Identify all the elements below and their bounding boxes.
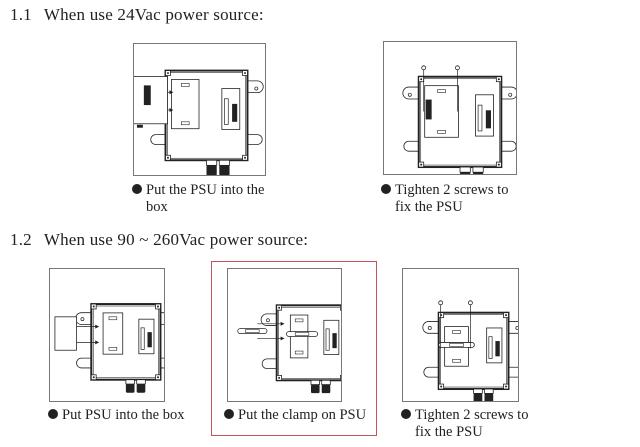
caption-line: Tighten 2 screws to <box>395 182 509 198</box>
section-title: When use 24Vac power source: <box>43 5 264 24</box>
step-caption: Tighten 2 screws to fix the PSU <box>381 182 508 216</box>
step-caption: Put the clamp on PSU <box>224 407 366 424</box>
caption-line: Tighten 2 screws to <box>415 407 529 423</box>
diagram-psu-into-box-24v <box>133 43 266 176</box>
section-title: When use 90 ~ 260Vac power source: <box>43 230 309 249</box>
enclosure-diagram <box>402 65 516 174</box>
bullet-icon <box>401 409 411 419</box>
caption-line: Put PSU into the box <box>62 407 185 423</box>
step-caption: Tighten 2 screws to fix the PSU <box>401 407 528 441</box>
section-number: 1.1 <box>10 5 32 24</box>
caption-line: box <box>146 199 168 215</box>
step-caption: Put the PSU into the box <box>132 182 264 216</box>
diagram-psu-into-box-ac <box>49 268 165 402</box>
highlight-frame <box>211 261 377 436</box>
bullet-icon <box>224 409 234 419</box>
diagram-clamp-on-psu <box>227 268 342 402</box>
section-number: 1.2 <box>10 230 32 249</box>
heading-1-1: 1.1 When use 24Vac power source: <box>10 5 264 25</box>
enclosure-diagram <box>422 300 518 401</box>
bullet-icon <box>381 184 391 194</box>
enclosure-diagram <box>237 304 341 394</box>
caption-line: fix the PSU <box>415 424 483 440</box>
bullet-icon <box>48 409 58 419</box>
caption-line: fix the PSU <box>395 199 463 215</box>
enclosure-diagram <box>54 303 164 393</box>
caption-line: Put the PSU into the <box>146 182 265 198</box>
diagram-tighten-screws-ac <box>402 268 519 402</box>
diagram-tighten-screws-24v <box>383 41 517 175</box>
bullet-icon <box>132 184 142 194</box>
caption-line: Put the clamp on PSU <box>238 407 367 423</box>
enclosure-diagram <box>134 69 264 175</box>
step-caption: Put PSU into the box <box>48 407 184 424</box>
heading-1-2: 1.2 When use 90 ~ 260Vac power source: <box>10 230 308 250</box>
